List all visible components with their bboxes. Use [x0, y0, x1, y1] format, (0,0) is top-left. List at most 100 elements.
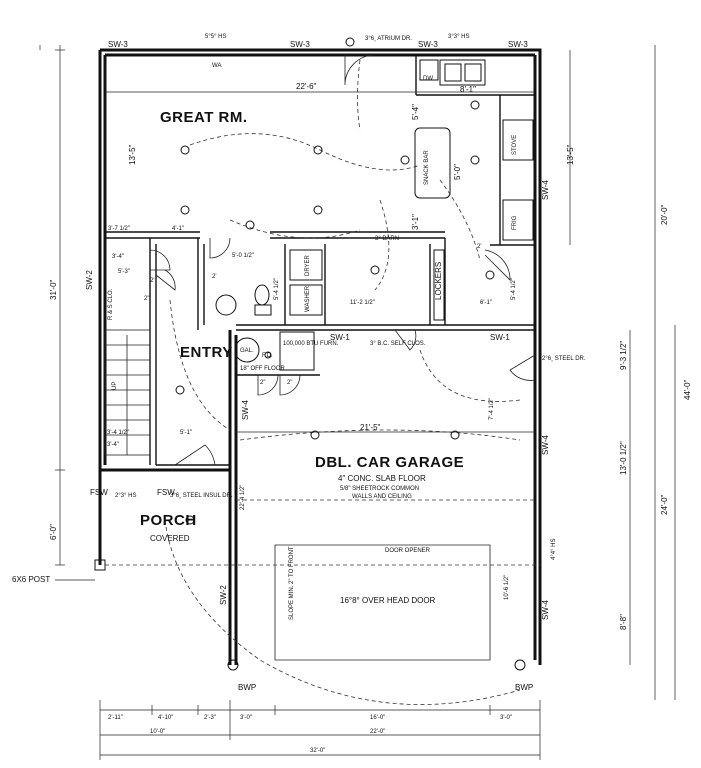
door-window-notes: 3°6¸ ATRIUM DR. 5°5° HS 3°3° HS 3° BARN … — [12, 34, 586, 692]
bwp-right-note: BWP — [515, 683, 533, 692]
electrical-wiring — [164, 59, 521, 705]
porch-label: PORCH — [140, 512, 197, 529]
steel-door-note: 2°6¸ STEEL DR. — [542, 356, 586, 362]
washer-label: WASHER — [305, 285, 311, 312]
dim-right-8-8: 8'-8" — [619, 614, 628, 630]
off-floor-label: 18" OFF FLOOR — [240, 366, 285, 372]
dim-bottom-10: 10'-0" — [150, 729, 165, 735]
exterior-walls — [98, 48, 542, 665]
dim-bottom-3-0a: 3'-0" — [240, 715, 252, 721]
dim-left-31: 31'-0" — [49, 279, 58, 300]
outer-dimensions: 31'-0" 6'-0" 20'-0" 44'-0" 24'-0" 9'-3 1… — [49, 204, 692, 754]
dim-bottom-3-0b: 3'-0" — [500, 715, 512, 721]
atrium-door-note: 3°6¸ ATRIUM DR. — [365, 36, 412, 42]
garage-note-1: 4" CONC. SLAB FLOOR — [338, 474, 426, 483]
dim-garage-10-6: 10'-6 1/2" — [504, 575, 510, 600]
dim-entry-3-4b: 3'-4" — [107, 442, 119, 448]
door-opener-note: DOOR OPENER — [385, 548, 431, 554]
wall-tag-sw4-b: SW-4 — [241, 400, 250, 420]
wall-tag-sw3-a: SW-3 — [108, 40, 128, 49]
wall-tag-sw4-d: SW-4 — [541, 600, 550, 620]
dim-stair-3-4: 3'-4" — [112, 254, 124, 260]
side-window-note: 4°4° HS — [551, 539, 557, 560]
bwp-markers — [94, 559, 526, 671]
steel-insul-door-note: 3°6¸ STEEL INSUL DR. — [170, 493, 233, 499]
top-window-note-1: 5°5° HS — [205, 34, 226, 40]
bc-door-note: 3° B.C. SELF CLOS. — [370, 341, 426, 347]
garage-label: DBL. CAR GARAGE — [315, 454, 464, 471]
laundry-bath-fixtures — [215, 249, 323, 371]
dim-bottom-22: 22'-0" — [370, 729, 385, 735]
dim-two-b: 2" — [144, 296, 149, 302]
door-swings — [149, 54, 536, 466]
dim-right-13-0: 13'-0 1/2" — [619, 441, 628, 475]
frig-label: FRIG — [512, 215, 518, 230]
dim-bottom-32: 32'-0" — [310, 748, 325, 754]
dim-kitchen-3-1: 3'-1" — [411, 214, 420, 230]
wall-tag-sw3-c: SW-3 — [418, 40, 438, 49]
stove-label: STOVE — [512, 135, 518, 155]
bwp-left-note: BWP — [238, 683, 256, 692]
dim-two-f: 2" — [287, 380, 292, 386]
wall-tag-sw1-a: SW-1 — [330, 333, 350, 342]
post-note: 6X6 POST — [12, 575, 50, 584]
dryer-label: DRYER — [305, 254, 311, 276]
wall-tag-sw2-b: SW-2 — [219, 585, 228, 605]
kitchen-fixtures — [414, 59, 534, 321]
dim-kitchen-top: 8'-1" — [460, 85, 476, 94]
dim-bottom-2-11: 2'-11" — [108, 715, 123, 721]
dim-great-width: 22'-6" — [296, 82, 317, 91]
dim-bottom-2-3: 2'-3" — [204, 715, 216, 721]
furnace-label: 100,000 BTU FURN. — [283, 341, 339, 347]
garage-note-2: 5/8" SHEETROCK COMMON — [340, 486, 419, 492]
dim-right-20: 20'-0" — [660, 204, 669, 225]
dim-bath-5-0: 5'-0 1/2" — [232, 253, 254, 259]
dim-stair-5-3: 5'-3" — [118, 269, 130, 275]
room-labels: GREAT RM. ENTRY DBL. CAR GARAGE 4" CONC.… — [108, 63, 518, 543]
top-window-note-2: 3°3° HS — [448, 34, 469, 40]
dim-entry-3-4a: 3'-4 1/2" — [107, 430, 129, 436]
dim-right-9-3: 9'-3 1/2" — [619, 341, 628, 370]
snack-bar-label: SNACK BAR — [424, 150, 430, 185]
dim-bath-5-4: 5'-4 1/2" — [274, 278, 280, 300]
dim-bottom-16: 16'-0" — [370, 715, 385, 721]
wall-tag-sw4-c: SW-4 — [541, 435, 550, 455]
dim-two-a: 2' — [212, 274, 216, 280]
wall-tag-sw4-a: SW-4 — [541, 180, 550, 200]
dim-right-44: 44'-0" — [683, 379, 692, 400]
dw-label: DW — [423, 76, 433, 82]
stairs — [104, 329, 151, 456]
light-fixtures — [175, 37, 495, 525]
garage-note-3: WALLS AND CEILING — [352, 494, 412, 500]
dim-great-depth: 13'-5" — [128, 144, 137, 165]
dim-bottom-4-10: 4'-10" — [158, 715, 173, 721]
dim-great-depth-right: 13'-5" — [566, 144, 575, 165]
dim-entry-5-1: 5'-1" — [180, 430, 192, 436]
slope-note: SLOPE MIN. 2" TO FRONT — [289, 546, 295, 620]
dimension-lines — [39, 45, 676, 760]
wall-tag-fsw-b: FSW — [157, 488, 175, 497]
dim-locker-5-4: 5'-4 1/2" — [511, 278, 517, 300]
dim-kitchen-left: 5'-4" — [411, 104, 420, 120]
dim-garage-7-4: 7'-4 1/2" — [489, 398, 495, 420]
barn-door-note: 3° BARN — [375, 236, 399, 242]
wall-tag-fsw-a: FSW — [90, 488, 108, 497]
dim-garage-21-5: 21'-5" — [360, 423, 381, 432]
dim-two-e: 2' — [477, 244, 481, 250]
great-room-label: GREAT RM. — [160, 109, 248, 126]
dim-hall-3-7: 3'-7 1/2" — [108, 226, 130, 232]
overhead-door-note: 16°8° OVER HEAD DOOR — [340, 596, 436, 605]
dim-hall-4-1: 4'-1" — [172, 226, 184, 232]
dim-locker-11-2: 11'-2 1/2" — [350, 300, 375, 306]
lockers-label: LOCKERS — [434, 262, 443, 300]
dim-snack: 5'-0" — [453, 164, 462, 180]
floor-drain-label: F.D. — [262, 353, 273, 359]
water-heater-label: GAL. — [240, 348, 254, 354]
wall-tags: SW-3 SW-3 SW-3 SW-3 SW-2 SW-2 SW-4 SW-4 … — [85, 40, 550, 620]
porch-sub-label: COVERED — [150, 534, 190, 543]
dim-garage-22-4: 22'-4 1/2" — [240, 485, 246, 510]
wall-tag-sw1-b: SW-1 — [490, 333, 510, 342]
garage-outlines — [99, 499, 540, 661]
interior-dimensions: 22'-6" 13'-5" 8'-1" 5'-4" 5'-0" 3'-1" 13… — [107, 82, 575, 600]
